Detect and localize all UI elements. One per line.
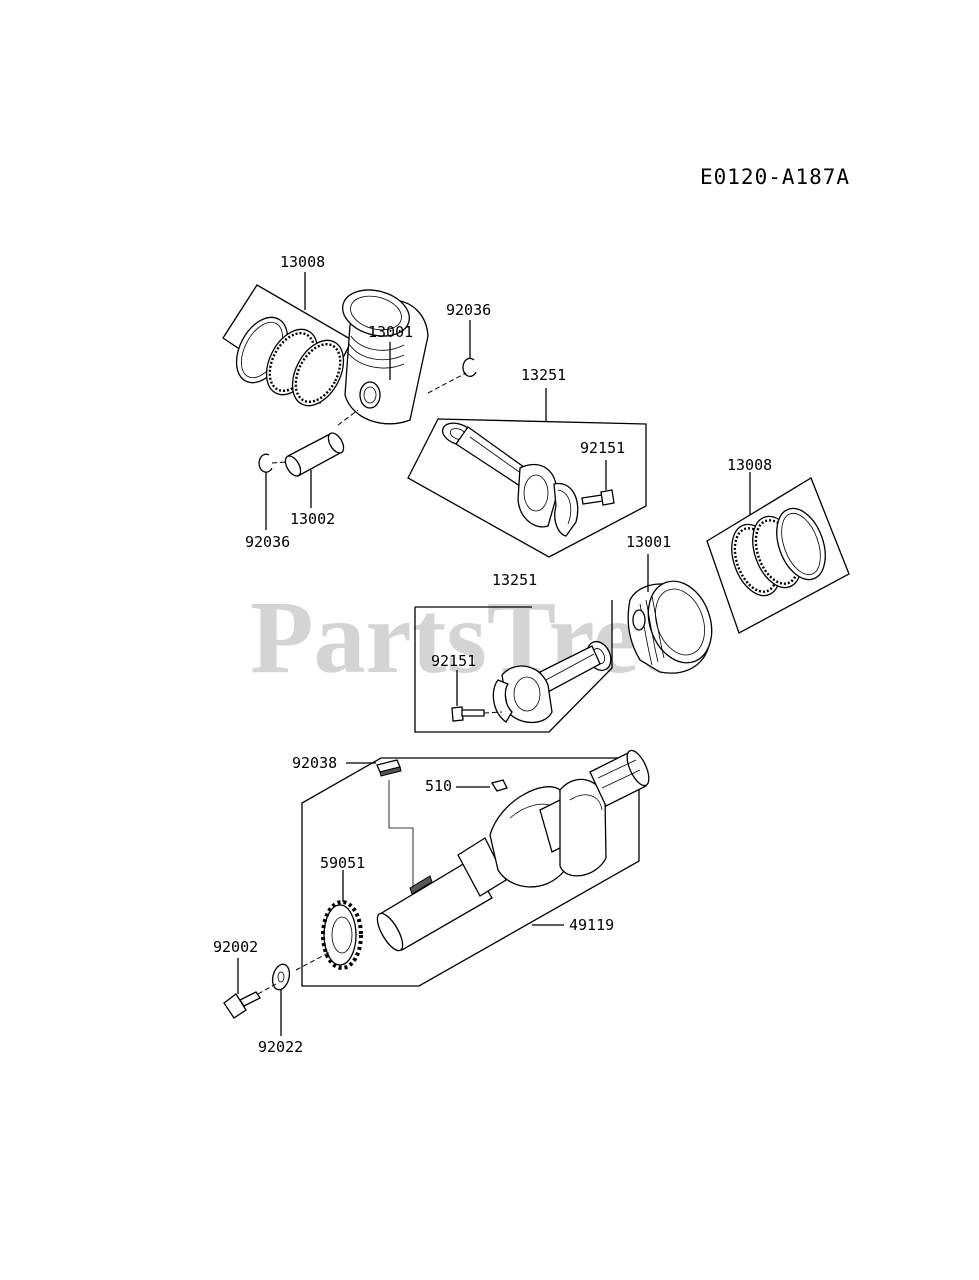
lower-rod-assembly-illustration[interactable] xyxy=(414,600,615,733)
part-number-lower-rod-bolt[interactable]: 92151 xyxy=(431,652,476,670)
part-number-bolt[interactable]: 92002 xyxy=(213,938,258,956)
upper-piston-pin-illustration[interactable] xyxy=(271,430,347,508)
lower-rod-bolt-illustration[interactable] xyxy=(451,670,503,722)
part-number-crankshaft[interactable]: 49119 xyxy=(569,916,614,934)
key-illustration[interactable] xyxy=(346,759,414,888)
part-number-upper-ring-set[interactable]: 13008 xyxy=(280,253,325,271)
upper-rod-bolt-illustration[interactable] xyxy=(581,460,615,506)
crankshaft-illustration[interactable] xyxy=(301,747,653,987)
gear-illustration[interactable] xyxy=(295,870,363,971)
part-number-key[interactable]: 92038 xyxy=(292,754,337,772)
watermark: PartsTree xyxy=(250,580,685,695)
part-number-lower-piston[interactable]: 13001 xyxy=(626,533,671,551)
part-number-crank-key[interactable]: 510 xyxy=(425,777,452,795)
part-number-washer[interactable]: 92022 xyxy=(258,1038,303,1056)
upper-rod-assembly-illustration[interactable] xyxy=(407,388,647,558)
part-number-upper-circlip-left[interactable]: 92036 xyxy=(245,533,290,551)
part-number-gear[interactable]: 59051 xyxy=(320,854,365,872)
part-number-lower-rod-assembly[interactable]: 13251 xyxy=(492,571,537,589)
part-number-upper-rod-bolt[interactable]: 92151 xyxy=(580,439,625,457)
upper-circlip-right-illustration[interactable] xyxy=(427,320,477,394)
part-number-upper-rod-assembly[interactable]: 13251 xyxy=(521,366,566,384)
upper-ring-set-illustration[interactable] xyxy=(222,272,354,414)
upper-piston-illustration[interactable] xyxy=(337,283,429,426)
lower-ring-set-illustration[interactable] xyxy=(706,472,850,634)
lower-piston-illustration[interactable] xyxy=(627,554,722,674)
diagram-code: E0120-A187A xyxy=(700,165,850,189)
part-number-upper-circlip-right[interactable]: 92036 xyxy=(446,301,491,319)
washer-illustration[interactable] xyxy=(270,962,292,1036)
crank-key-illustration[interactable] xyxy=(456,779,508,792)
bolt-illustration[interactable] xyxy=(223,958,277,1019)
upper-circlip-left-illustration[interactable] xyxy=(258,453,273,530)
part-number-upper-piston[interactable]: 13001 xyxy=(368,323,413,341)
part-number-lower-ring-set[interactable]: 13008 xyxy=(727,456,772,474)
part-number-upper-piston-pin[interactable]: 13002 xyxy=(290,510,335,528)
